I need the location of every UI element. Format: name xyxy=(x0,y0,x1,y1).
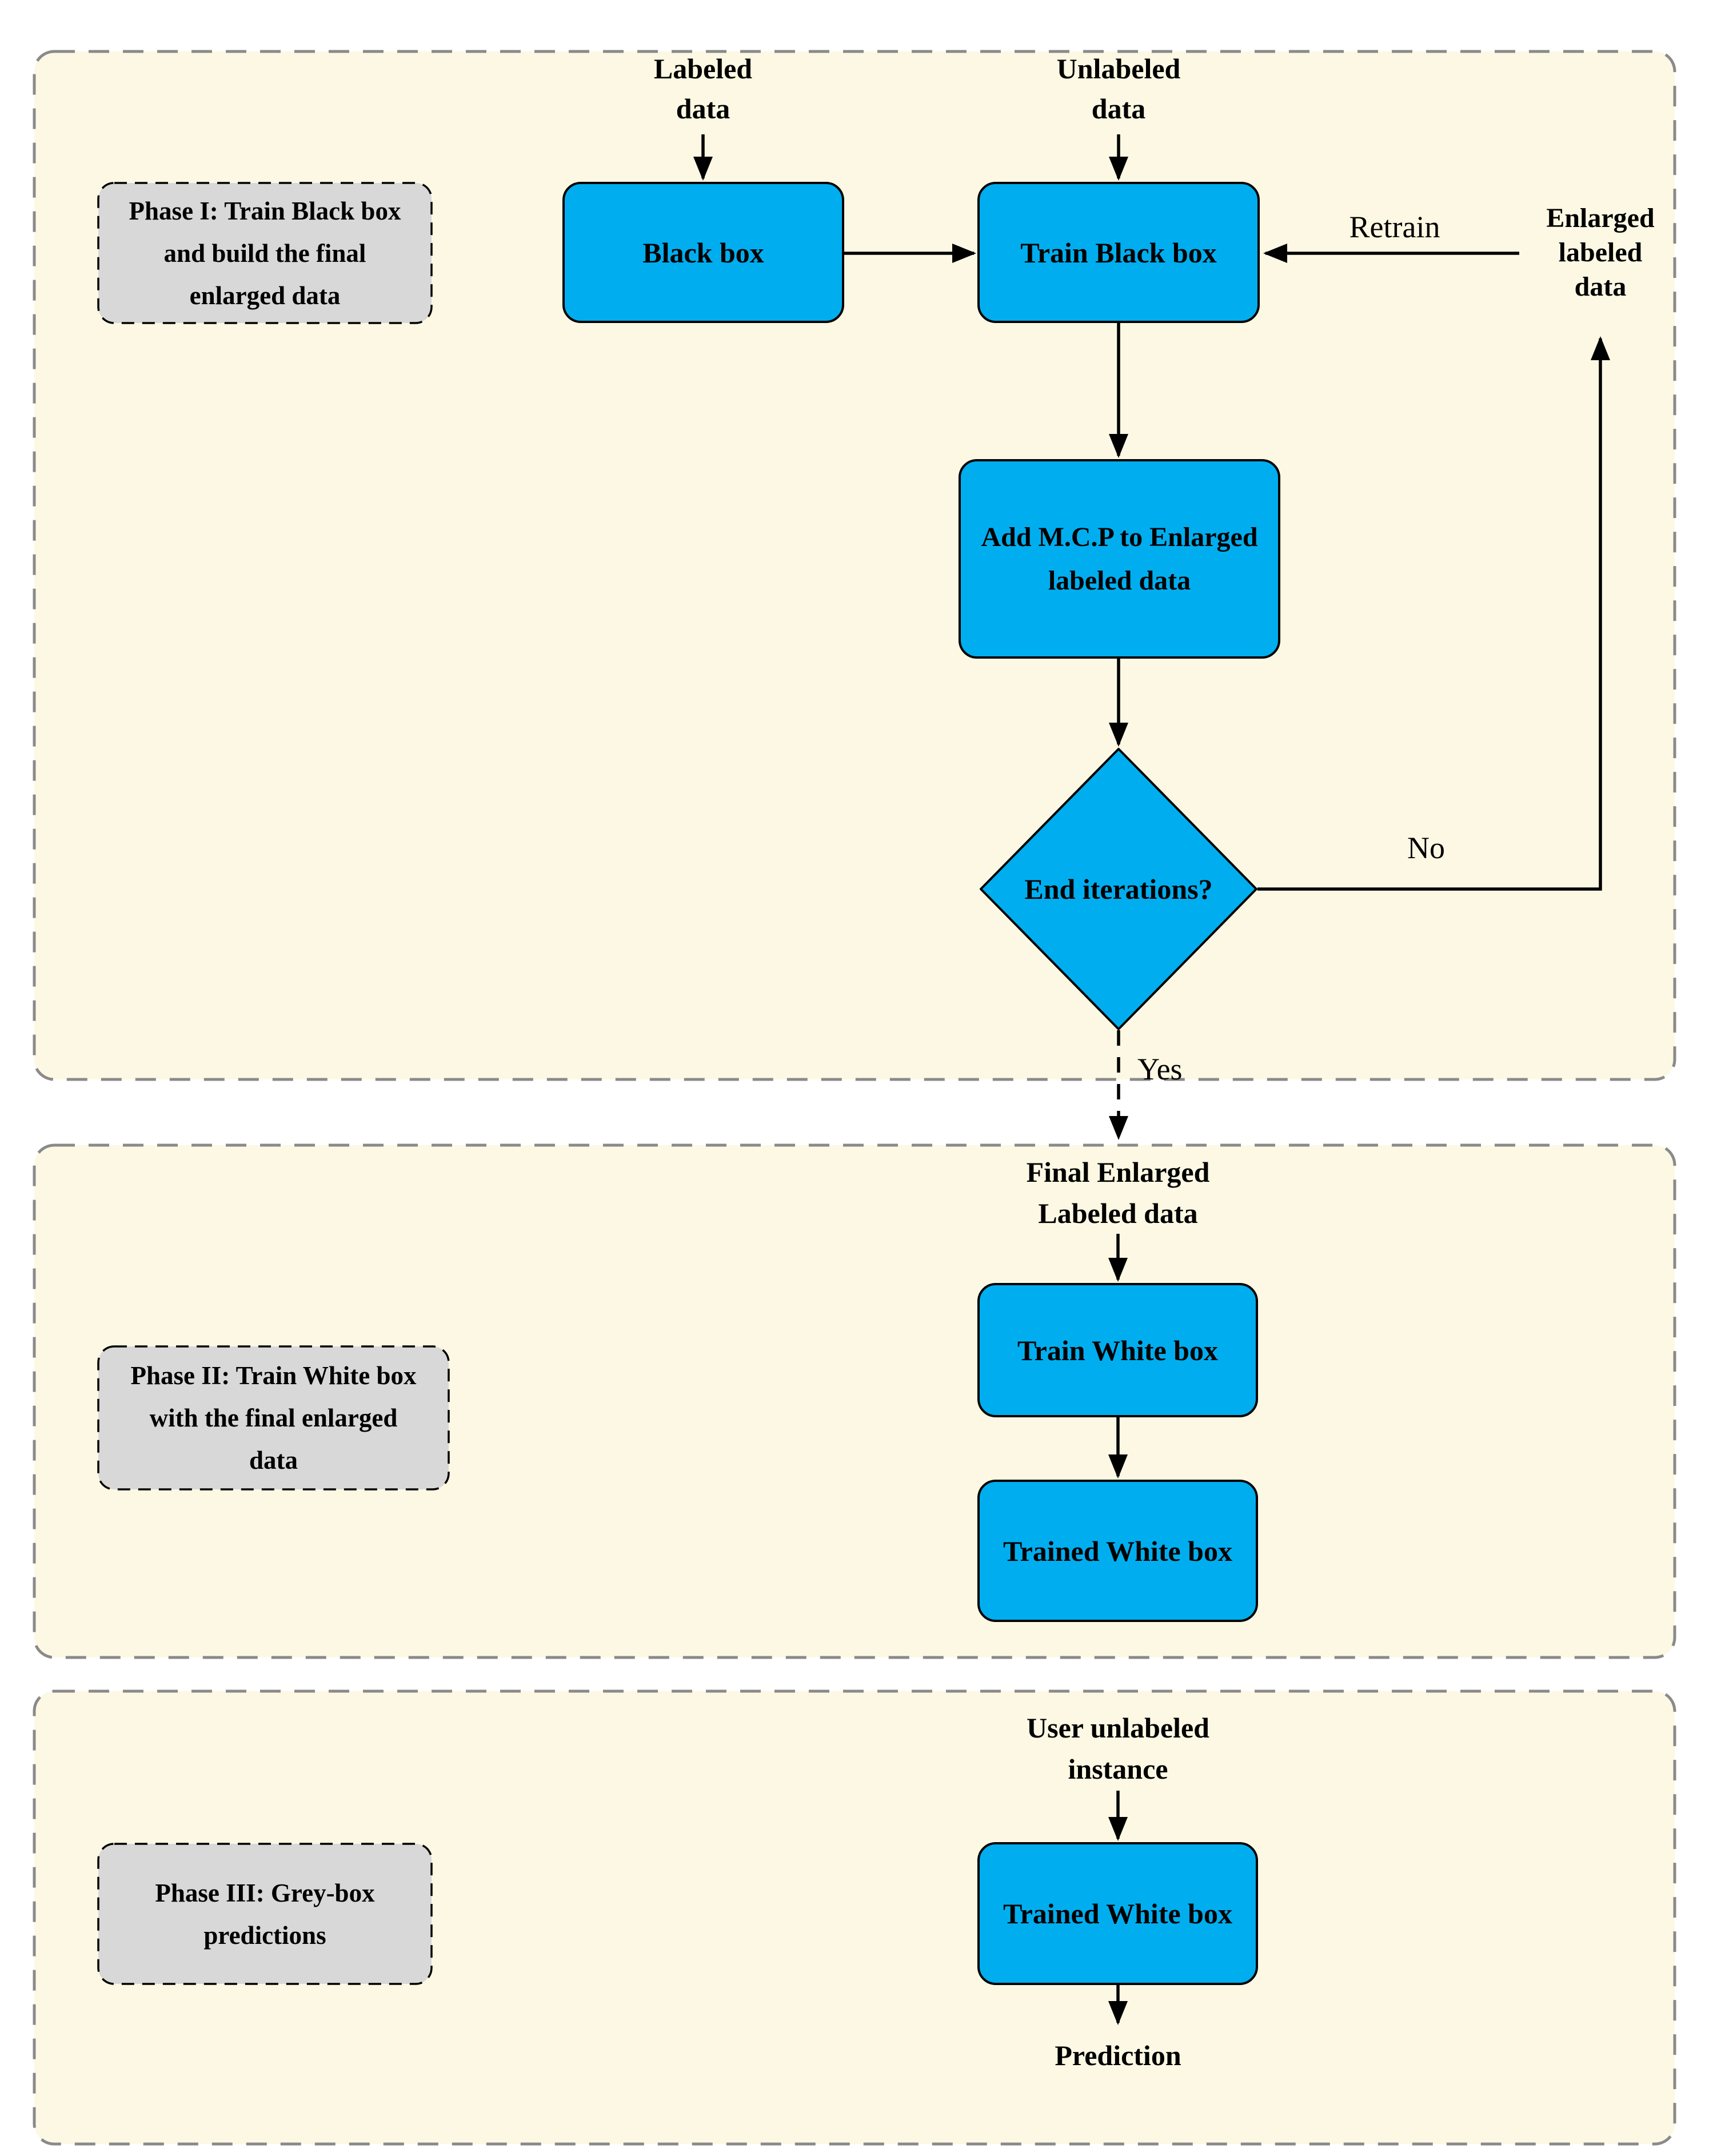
add-mcp-label: Add M.C.P to Enlarged labeled data xyxy=(981,521,1258,596)
train-white-box-node xyxy=(977,1283,1258,1417)
prediction-annotation: Prediction xyxy=(1055,2039,1181,2071)
train-black-box-node xyxy=(977,182,1260,323)
yes-label: Yes xyxy=(1137,1052,1183,1086)
add-mcp-node xyxy=(959,459,1280,659)
phase3-container xyxy=(33,1689,1676,2146)
unlabeled-data-annotation: Unlabeled data xyxy=(1056,53,1181,125)
train-black-box-label: Train Black box xyxy=(1020,236,1217,269)
phase1-label-box xyxy=(97,182,433,324)
final-enlarged-labeled-data-annotation: Final Enlarged Labeled data xyxy=(1026,1156,1210,1229)
phase1-container xyxy=(33,50,1676,1081)
phase2-label-box xyxy=(97,1345,450,1491)
trained-white-box-p3-node xyxy=(977,1842,1258,1985)
enlarged-labeled-data-annotation: Enlarged labeled data xyxy=(1546,203,1655,302)
trained-white-box-node xyxy=(977,1480,1258,1622)
no-label: No xyxy=(1407,831,1445,865)
end-iterations-diamond xyxy=(980,748,1257,1030)
trained-white-box-p3-label: Trained White box xyxy=(1003,1898,1232,1930)
train-white-box-label: Train White box xyxy=(1017,1334,1218,1366)
phase2-container xyxy=(33,1143,1676,1659)
phase1-label: Phase I: Train Black box and build the f… xyxy=(129,196,401,310)
phase3-label: Phase III: Grey-box predictions xyxy=(155,1878,375,1950)
retrain-label: Retrain xyxy=(1349,210,1440,244)
trained-white-box-label: Trained White box xyxy=(1003,1535,1232,1567)
phase3-label-box xyxy=(97,1843,433,1985)
user-unlabeled-instance-annotation: User unlabeled instance xyxy=(1027,1712,1209,1785)
arrow-no-loop-to-enlarged-data xyxy=(1257,336,1610,891)
labeled-data-annotation: Labeled data xyxy=(653,53,753,125)
end-iterations-label: End iterations? xyxy=(1024,873,1213,905)
black-box-node xyxy=(562,182,844,323)
black-box-label: Black box xyxy=(642,236,764,269)
phase2-label: Phase II: Train White box with the final… xyxy=(130,1361,417,1474)
